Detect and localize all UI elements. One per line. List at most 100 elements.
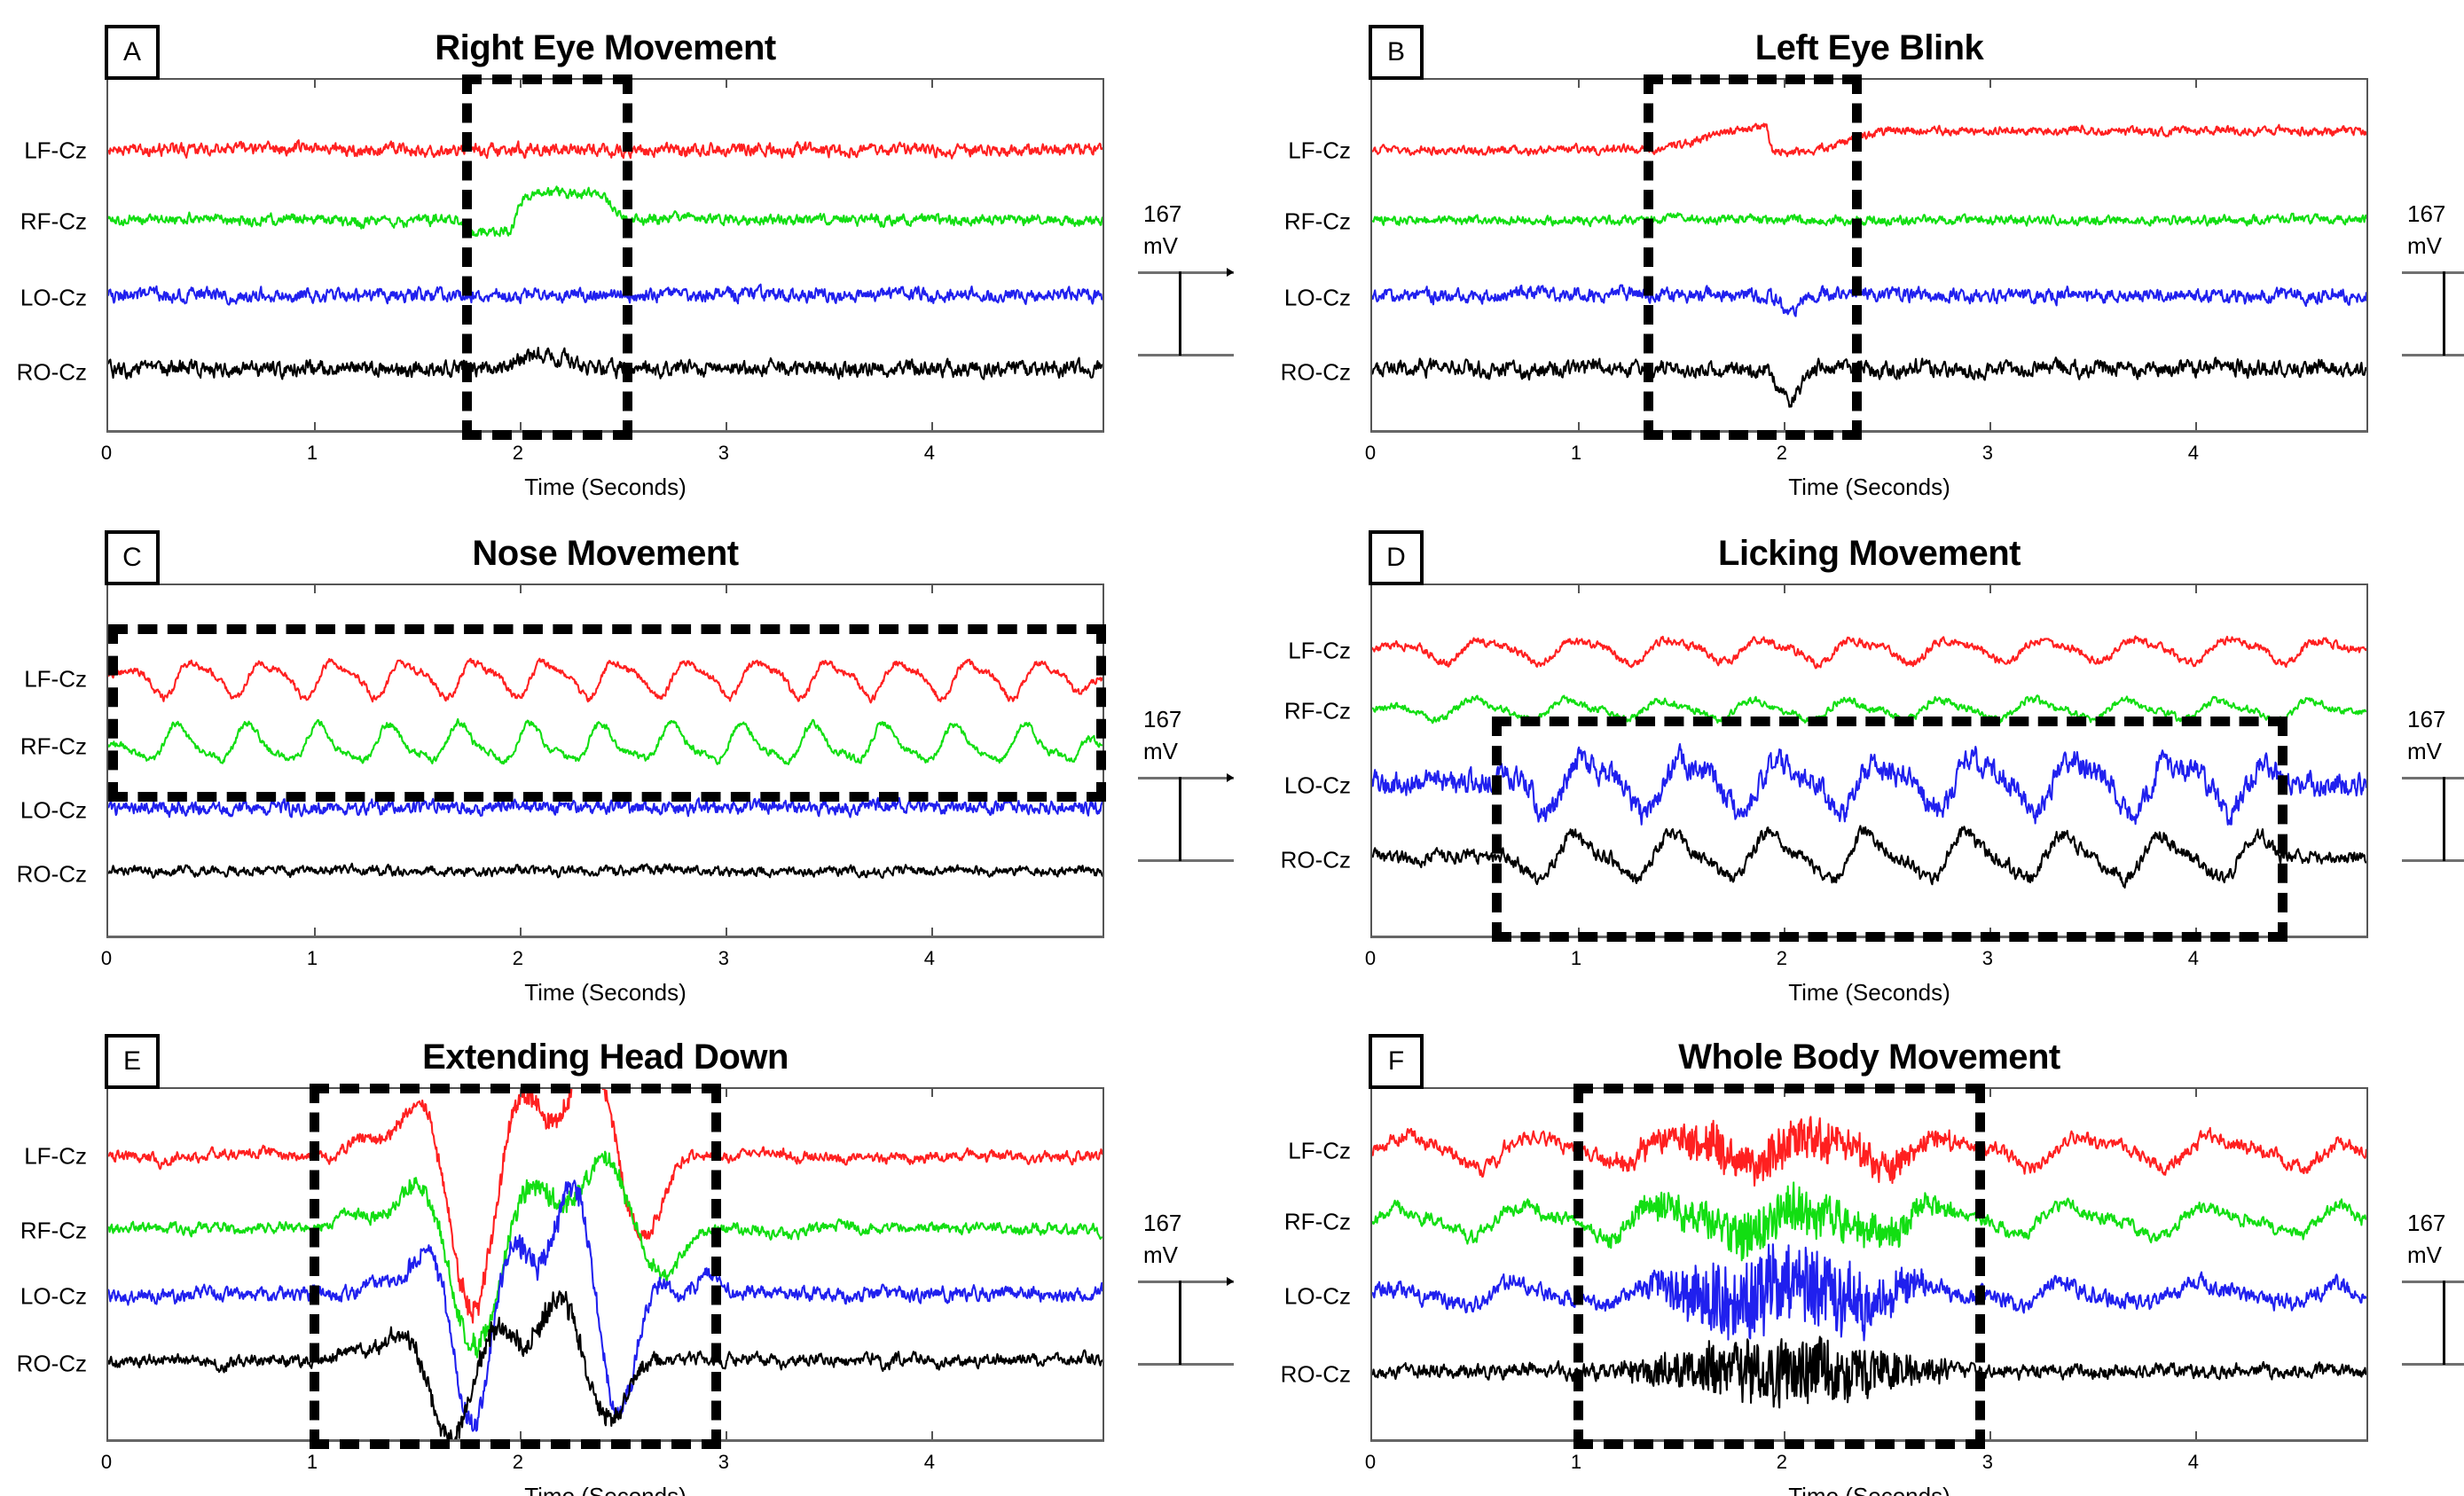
x-tick-bottom xyxy=(519,1431,522,1439)
x-tick-bottom xyxy=(519,422,522,430)
traces-container xyxy=(1372,1089,2366,1439)
channel-label-ro-cz: RO-Cz xyxy=(1280,1360,1351,1388)
scale-bar-bottom-line xyxy=(2402,1363,2464,1366)
x-tick-top xyxy=(1783,585,1785,593)
scale-bar-unit: mV xyxy=(1143,738,1178,764)
x-tick-label: 1 xyxy=(306,442,318,464)
x-tick-top xyxy=(930,585,933,593)
x-tick-label: 1 xyxy=(306,1451,318,1473)
trace-rf-cz xyxy=(108,185,1103,238)
x-tick-bottom xyxy=(1577,1431,1580,1439)
panel-title: Right Eye Movement xyxy=(435,28,776,67)
x-tick-label: 0 xyxy=(100,1451,113,1473)
panel-letter-f: F xyxy=(1369,1034,1424,1089)
x-tick-label: 4 xyxy=(2187,947,2199,969)
x-tick-bottom xyxy=(1577,422,1580,430)
traces-container xyxy=(108,80,1103,430)
x-tick-label: 1 xyxy=(1570,1451,1582,1473)
channel-label-ro-cz: RO-Cz xyxy=(16,358,87,386)
x-tick-top xyxy=(2194,80,2197,88)
x-tick-top xyxy=(1577,585,1580,593)
amplitude-scale-bar: 167 mV xyxy=(1138,199,1289,367)
x-tick-bottom xyxy=(2194,928,2197,936)
trace-lf-cz xyxy=(108,1089,1103,1324)
x-tick-label: 4 xyxy=(923,1451,935,1473)
x-tick-label: 0 xyxy=(1364,947,1377,969)
trace-rf-cz xyxy=(1372,212,2366,228)
x-tick-top xyxy=(313,1089,316,1097)
channel-label-ro-cz: RO-Cz xyxy=(1280,358,1351,386)
trace-lf-cz xyxy=(108,657,1103,704)
channel-label-ro-cz: RO-Cz xyxy=(16,1350,87,1377)
x-tick-label: 2 xyxy=(512,442,524,464)
x-axis-title: Time (Seconds) xyxy=(524,979,687,1006)
traces-container xyxy=(1372,585,2366,936)
channel-label-rf-cz: RF-Cz xyxy=(1283,208,1351,235)
traces-container xyxy=(108,1089,1103,1439)
x-tick-bottom xyxy=(725,422,727,430)
channel-label-lo-cz: LO-Cz xyxy=(20,284,87,311)
trace-lf-cz xyxy=(1372,635,2366,670)
trace-ro-cz xyxy=(1372,356,2366,408)
x-tick-label: 3 xyxy=(718,947,729,969)
x-tick-label: 3 xyxy=(718,1451,729,1473)
panel-letter-a: A xyxy=(105,25,160,80)
x-tick-bottom xyxy=(1989,1431,1991,1439)
x-tick-bottom xyxy=(1989,422,1991,430)
x-tick-top xyxy=(313,80,316,88)
x-tick-bottom xyxy=(725,1431,727,1439)
scale-bar-unit: mV xyxy=(1143,1241,1178,1268)
x-tick-label: 0 xyxy=(1364,442,1377,464)
trace-lo-cz xyxy=(108,283,1103,306)
x-tick-top xyxy=(930,1089,933,1097)
x-tick-top xyxy=(519,585,522,593)
x-tick-label: 2 xyxy=(512,947,524,969)
scale-bar-bottom-line xyxy=(1138,859,1234,862)
scale-bar-unit: mV xyxy=(2407,738,2442,764)
x-tick-bottom xyxy=(930,1431,933,1439)
channel-label-rf-cz: RF-Cz xyxy=(20,208,87,235)
trace-ro-cz xyxy=(108,862,1103,879)
channel-label-lo-cz: LO-Cz xyxy=(20,1282,87,1310)
scale-bar-unit: mV xyxy=(1143,232,1178,259)
trace-rf-cz xyxy=(108,1150,1103,1359)
x-tick-label: 2 xyxy=(1776,442,1788,464)
x-tick-top xyxy=(725,585,727,593)
x-tick-label: 3 xyxy=(718,442,729,464)
trace-lf-cz xyxy=(108,139,1103,160)
x-axis-title: Time (Seconds) xyxy=(1788,1483,1950,1496)
trace-lo-cz xyxy=(1372,742,2366,826)
channel-label-lf-cz: LF-Cz xyxy=(1288,637,1351,664)
trace-lo-cz xyxy=(108,796,1103,818)
trace-rf-cz xyxy=(1372,1181,2366,1262)
scale-bar-arrow-icon xyxy=(1227,1277,1234,1286)
x-tick-label: 1 xyxy=(1570,947,1582,969)
scale-bar-top-line xyxy=(2402,1281,2464,1283)
x-tick-label: 0 xyxy=(100,947,113,969)
channel-label-rf-cz: RF-Cz xyxy=(1283,1208,1351,1235)
trace-lo-cz xyxy=(1372,1243,2366,1342)
scale-bar-value: 167 xyxy=(1143,200,1182,227)
channel-label-lo-cz: LO-Cz xyxy=(1283,771,1351,799)
panel-letter-b: B xyxy=(1369,25,1424,80)
x-tick-bottom xyxy=(313,1431,316,1439)
scale-bar-top-line xyxy=(2402,777,2464,779)
x-tick-label: 4 xyxy=(2187,442,2199,464)
x-tick-label: 4 xyxy=(923,947,935,969)
x-tick-bottom xyxy=(1783,1431,1785,1439)
x-tick-top xyxy=(725,1089,727,1097)
x-tick-label: 4 xyxy=(923,442,935,464)
x-axis-title: Time (Seconds) xyxy=(524,474,687,500)
x-tick-top xyxy=(930,80,933,88)
x-axis-title: Time (Seconds) xyxy=(1788,474,1950,500)
panel-letter-c: C xyxy=(105,530,160,585)
x-tick-label: 3 xyxy=(1981,947,1993,969)
x-tick-label: 1 xyxy=(306,947,318,969)
